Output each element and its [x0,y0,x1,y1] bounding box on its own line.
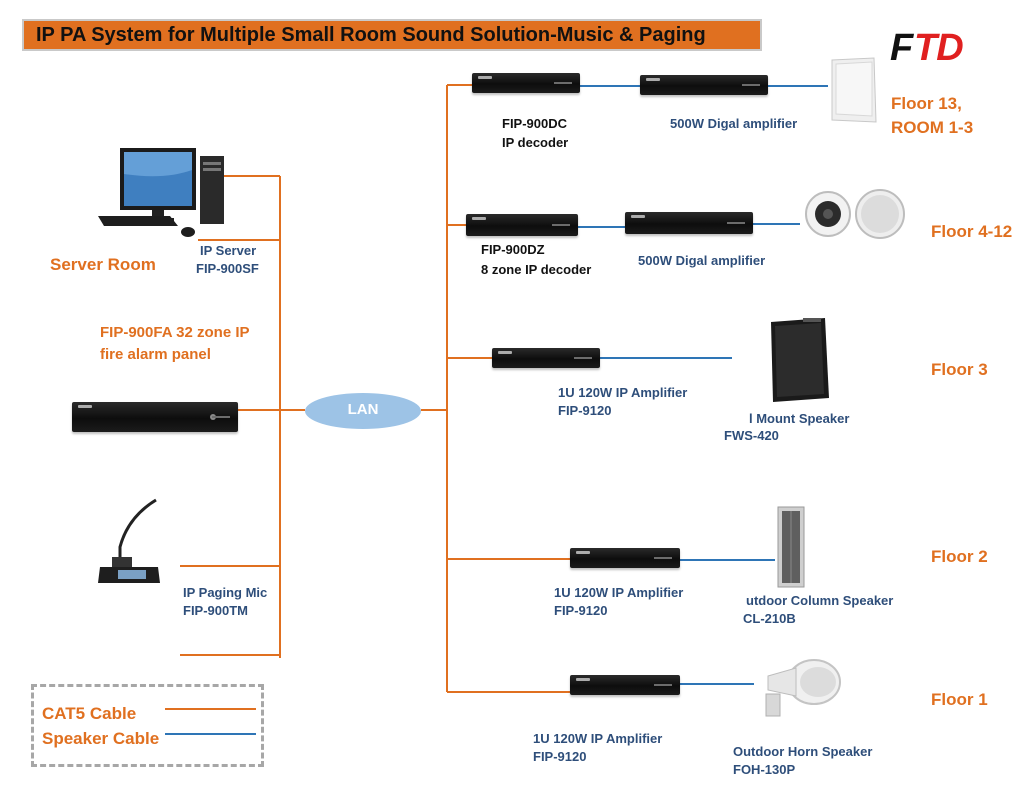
digital-amplifier-1-device [640,75,768,95]
title-banner: IP PA System for Multiple Small Room Sou… [22,19,762,51]
lan-node: LAN [305,393,421,429]
floor-13-label: Floor 13, [891,94,962,113]
ip-decoder-900dz-device [466,214,578,236]
pc-workstation-icon [98,148,224,237]
panel-knob [210,414,216,420]
fire-alarm-panel-device [72,402,238,432]
ip-server-label: IP Server [200,243,257,258]
amplifier-floor1-label: 1U 120W IP Amplifier [533,731,663,746]
digital-amplifier-1-label: 500W Digal amplifier [670,116,798,131]
svg-text:TD: TD [914,27,963,68]
legend-cat5-label: CAT5 Cable [42,704,137,723]
column-speaker-icon [777,506,805,588]
ip-server-model: FIP-900SF [196,261,259,276]
cable-legend [31,684,264,767]
column-speaker-label: utdoor Column Speaker [746,593,894,608]
paging-mic-model: FIP-900TM [183,603,249,618]
diagram-title: IP PA System for Multiple Small Room Sou… [36,24,706,46]
horn-speaker-label: Outdoor Horn Speaker [733,744,873,759]
floor-4-12-label: Floor 4-12 [931,222,1013,241]
wall-mount-speaker-icon [771,318,829,402]
fire-alarm-label-line2: fire alarm panel [100,346,211,363]
wall-speaker-label: l Mount Speaker [749,411,850,426]
digital-amplifier-2-label: 500W Digal amplifier [638,253,766,268]
decoder-900dc-desc: IP decoder [502,135,569,150]
horn-speaker-icon [765,659,841,717]
fire-alarm-label-line1: FIP-900FA 32 zone IP [100,324,250,341]
amplifier-floor2-model: FIP-9120 [554,603,608,618]
paging-mic-icon [98,498,160,583]
decoder-900dz-model: FIP-900DZ [481,242,545,257]
amplifier-floor2-label: 1U 120W IP Amplifier [554,585,684,600]
digital-amplifier-2-device [625,212,753,234]
server-room-label: Server Room [50,255,156,274]
decoder-900dc-model: FIP-900DC [502,116,568,131]
lan-label: LAN [347,401,379,418]
ip-amplifier-floor3-device [492,348,600,368]
wall-speaker-model: FWS-420 [724,428,779,443]
amplifier-floor1-model: FIP-9120 [533,749,587,764]
horn-speaker-model: FOH-130P [733,762,796,777]
floor-1-label: Floor 1 [931,690,988,709]
legend-speaker-label: Speaker Cable [42,729,160,748]
floor-2-label: Floor 2 [931,547,988,566]
column-speaker-model: CL-210B [743,611,796,626]
ftd-logo: F TD [890,27,964,68]
room-1-3-label: ROOM 1-3 [891,118,974,137]
ip-amplifier-floor1-device [570,675,680,695]
ceiling-speakers-icon [805,189,905,239]
decoder-900dz-desc: 8 zone IP decoder [481,262,592,277]
amplifier-floor3-model: FIP-9120 [558,403,612,418]
amplifier-floor3-label: 1U 120W IP Amplifier [558,385,688,400]
floor-3-label: Floor 3 [931,360,988,379]
ip-decoder-900dc-device [472,73,580,93]
ceiling-box-speaker-icon [831,57,877,123]
ip-amplifier-floor2-device [570,548,680,568]
svg-text:F: F [890,27,915,68]
paging-mic-label: IP Paging Mic [183,585,268,600]
